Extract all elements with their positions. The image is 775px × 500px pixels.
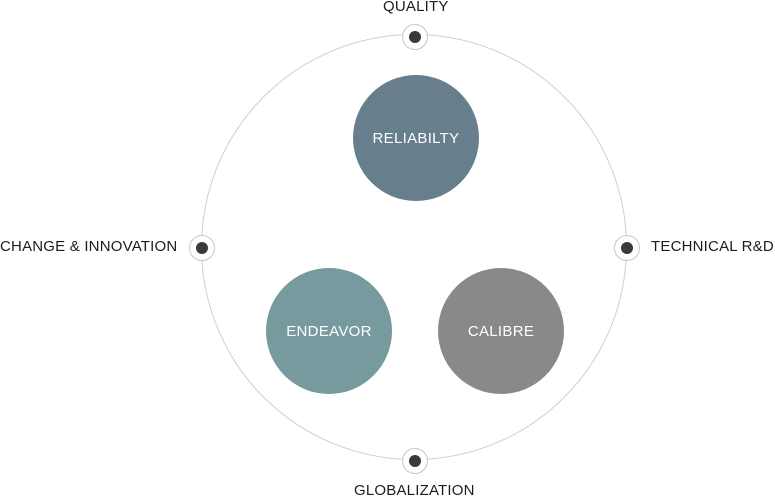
circle-reliability: RELIABILTY [353, 75, 479, 201]
circle-reliability-label: RELIABILTY [372, 129, 460, 147]
node-quality [402, 24, 428, 50]
node-globalization [402, 448, 428, 474]
node-dot-icon [409, 455, 421, 467]
circle-endeavor: ENDEAVOR [266, 268, 392, 394]
node-dot-icon [409, 31, 421, 43]
label-quality: QUALITY [383, 0, 449, 15]
circle-endeavor-label: ENDEAVOR [286, 322, 372, 340]
node-dot-icon [196, 242, 208, 254]
node-technical-rd [614, 235, 640, 261]
node-change-innovation [189, 235, 215, 261]
circle-calibre-label: CALIBRE [467, 322, 535, 340]
node-dot-icon [621, 242, 633, 254]
label-technical-rd: TECHNICAL R&D [651, 238, 774, 255]
label-change-innovation: CHANGE & INNOVATION [0, 238, 178, 255]
label-globalization: GLOBALIZATION [354, 482, 475, 499]
circle-calibre: CALIBRE [438, 268, 564, 394]
